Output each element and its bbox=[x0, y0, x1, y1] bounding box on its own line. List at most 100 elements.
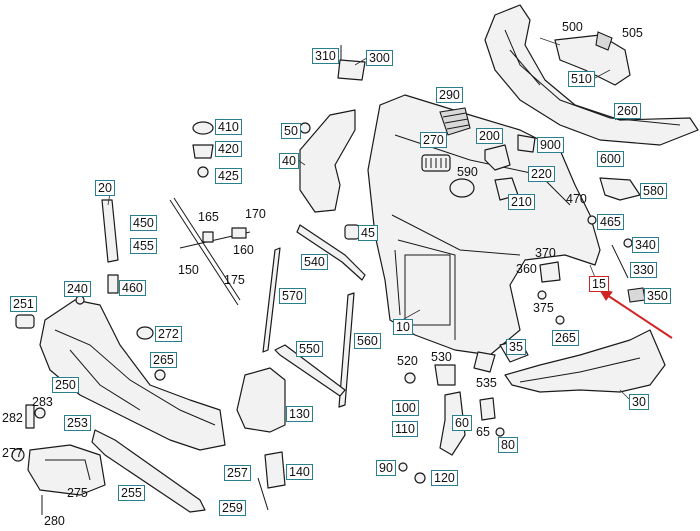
callout-300: 300 bbox=[366, 50, 393, 66]
clip-350-drawing bbox=[627, 287, 646, 303]
callout-265-right: 265 bbox=[552, 330, 579, 346]
callout-283: 283 bbox=[32, 395, 53, 409]
callout-80: 80 bbox=[498, 437, 518, 453]
callout-250: 250 bbox=[52, 377, 79, 393]
air-duct-drawing bbox=[554, 31, 631, 86]
mount-140-drawing bbox=[264, 451, 286, 489]
callout-60: 60 bbox=[452, 415, 472, 431]
callout-150: 150 bbox=[178, 263, 199, 277]
callout-290: 290 bbox=[436, 87, 463, 103]
callout-10: 10 bbox=[393, 319, 413, 335]
rubber-buffer-drawing bbox=[192, 121, 214, 178]
callout-465: 465 bbox=[597, 214, 624, 230]
callout-255: 255 bbox=[118, 485, 145, 501]
callout-410: 410 bbox=[215, 119, 242, 135]
callout-45: 45 bbox=[358, 225, 378, 241]
callout-170: 170 bbox=[245, 207, 266, 221]
bolt-240-drawing bbox=[75, 295, 85, 305]
callout-175: 175 bbox=[224, 273, 245, 287]
ring-seal-drawing bbox=[449, 178, 475, 198]
callout-30: 30 bbox=[629, 394, 649, 410]
callout-100: 100 bbox=[392, 400, 419, 416]
grille-insert-drawing bbox=[439, 107, 471, 136]
callout-540: 540 bbox=[301, 254, 328, 270]
callout-560: 560 bbox=[354, 333, 381, 349]
callout-35: 35 bbox=[506, 339, 526, 355]
callout-260: 260 bbox=[614, 103, 641, 119]
callout-20: 20 bbox=[95, 180, 115, 196]
callout-253: 253 bbox=[64, 415, 91, 431]
callout-580: 580 bbox=[640, 183, 667, 199]
callout-200: 200 bbox=[476, 128, 503, 144]
bolt-80-drawing bbox=[495, 427, 505, 437]
callout-210: 210 bbox=[508, 194, 535, 210]
bolt-257-drawing bbox=[257, 477, 269, 511]
callout-900: 900 bbox=[537, 137, 564, 153]
callout-450: 450 bbox=[130, 215, 157, 231]
callout-277: 277 bbox=[2, 446, 23, 460]
emblem-drawing bbox=[421, 154, 451, 172]
pad-drawing bbox=[15, 314, 35, 329]
grommet-drawing bbox=[136, 326, 154, 340]
callout-160: 160 bbox=[233, 243, 254, 257]
clip-375-drawing bbox=[537, 290, 547, 300]
callout-520: 520 bbox=[397, 354, 418, 368]
callout-460: 460 bbox=[119, 280, 146, 296]
callout-340: 340 bbox=[632, 237, 659, 253]
callout-265-left: 265 bbox=[150, 352, 177, 368]
callout-272: 272 bbox=[155, 326, 182, 342]
bumper-stop-drawing bbox=[344, 224, 360, 240]
callout-220: 220 bbox=[528, 166, 555, 182]
clip-50-drawing bbox=[299, 122, 311, 134]
callout-257: 257 bbox=[224, 465, 251, 481]
callout-455: 455 bbox=[130, 238, 157, 254]
lower-brace-drawing bbox=[91, 429, 206, 513]
left-headlamp-bracket-drawing bbox=[299, 109, 356, 213]
callout-280: 280 bbox=[44, 514, 65, 528]
sensor-parts-drawing bbox=[404, 351, 496, 386]
callout-165: 165 bbox=[198, 210, 219, 224]
callout-370: 370 bbox=[535, 246, 556, 260]
callout-140: 140 bbox=[286, 464, 313, 480]
callout-590: 590 bbox=[457, 165, 478, 179]
side-bracket-drawing bbox=[599, 177, 641, 201]
callout-110: 110 bbox=[392, 421, 418, 437]
callout-270: 270 bbox=[420, 132, 447, 148]
callout-15-highlighted: 15 bbox=[589, 276, 609, 292]
bolt-90-drawing bbox=[398, 462, 408, 472]
bolt-282-drawing bbox=[25, 404, 35, 429]
lower-mount-bracket-drawing bbox=[236, 367, 286, 433]
diagonal-struts-drawing bbox=[169, 197, 251, 306]
hood-strut-drawing bbox=[587, 215, 633, 279]
callout-310: 310 bbox=[312, 48, 339, 64]
callout-90: 90 bbox=[376, 460, 396, 476]
callout-50: 50 bbox=[281, 123, 301, 139]
callout-510: 510 bbox=[568, 71, 595, 87]
callout-500: 500 bbox=[562, 20, 583, 34]
bolt-265b-drawing bbox=[555, 315, 565, 325]
callout-550: 550 bbox=[296, 341, 323, 357]
nut-120-drawing bbox=[414, 472, 426, 484]
callout-470: 470 bbox=[566, 192, 587, 206]
callout-251: 251 bbox=[10, 296, 37, 312]
clip-283-drawing bbox=[34, 407, 46, 419]
bracket-360-drawing bbox=[539, 261, 561, 283]
callout-600: 600 bbox=[597, 151, 624, 167]
callout-360: 360 bbox=[516, 262, 537, 276]
callout-425: 425 bbox=[215, 168, 242, 184]
bolt-drawing bbox=[154, 369, 166, 381]
callout-375: 375 bbox=[533, 301, 554, 315]
callout-40: 40 bbox=[279, 153, 299, 169]
hood-latch-drawing bbox=[484, 134, 536, 201]
callout-530: 530 bbox=[431, 350, 452, 364]
callout-282: 282 bbox=[2, 411, 23, 425]
callout-505: 505 bbox=[622, 26, 643, 40]
callout-130: 130 bbox=[286, 406, 313, 422]
callout-65: 65 bbox=[476, 425, 490, 439]
callout-420: 420 bbox=[215, 141, 242, 157]
upper-bumper-carrier-drawing bbox=[484, 4, 699, 146]
nut-277-drawing bbox=[11, 448, 25, 462]
callout-259: 259 bbox=[219, 500, 246, 516]
seal-strips-drawing bbox=[262, 224, 366, 408]
